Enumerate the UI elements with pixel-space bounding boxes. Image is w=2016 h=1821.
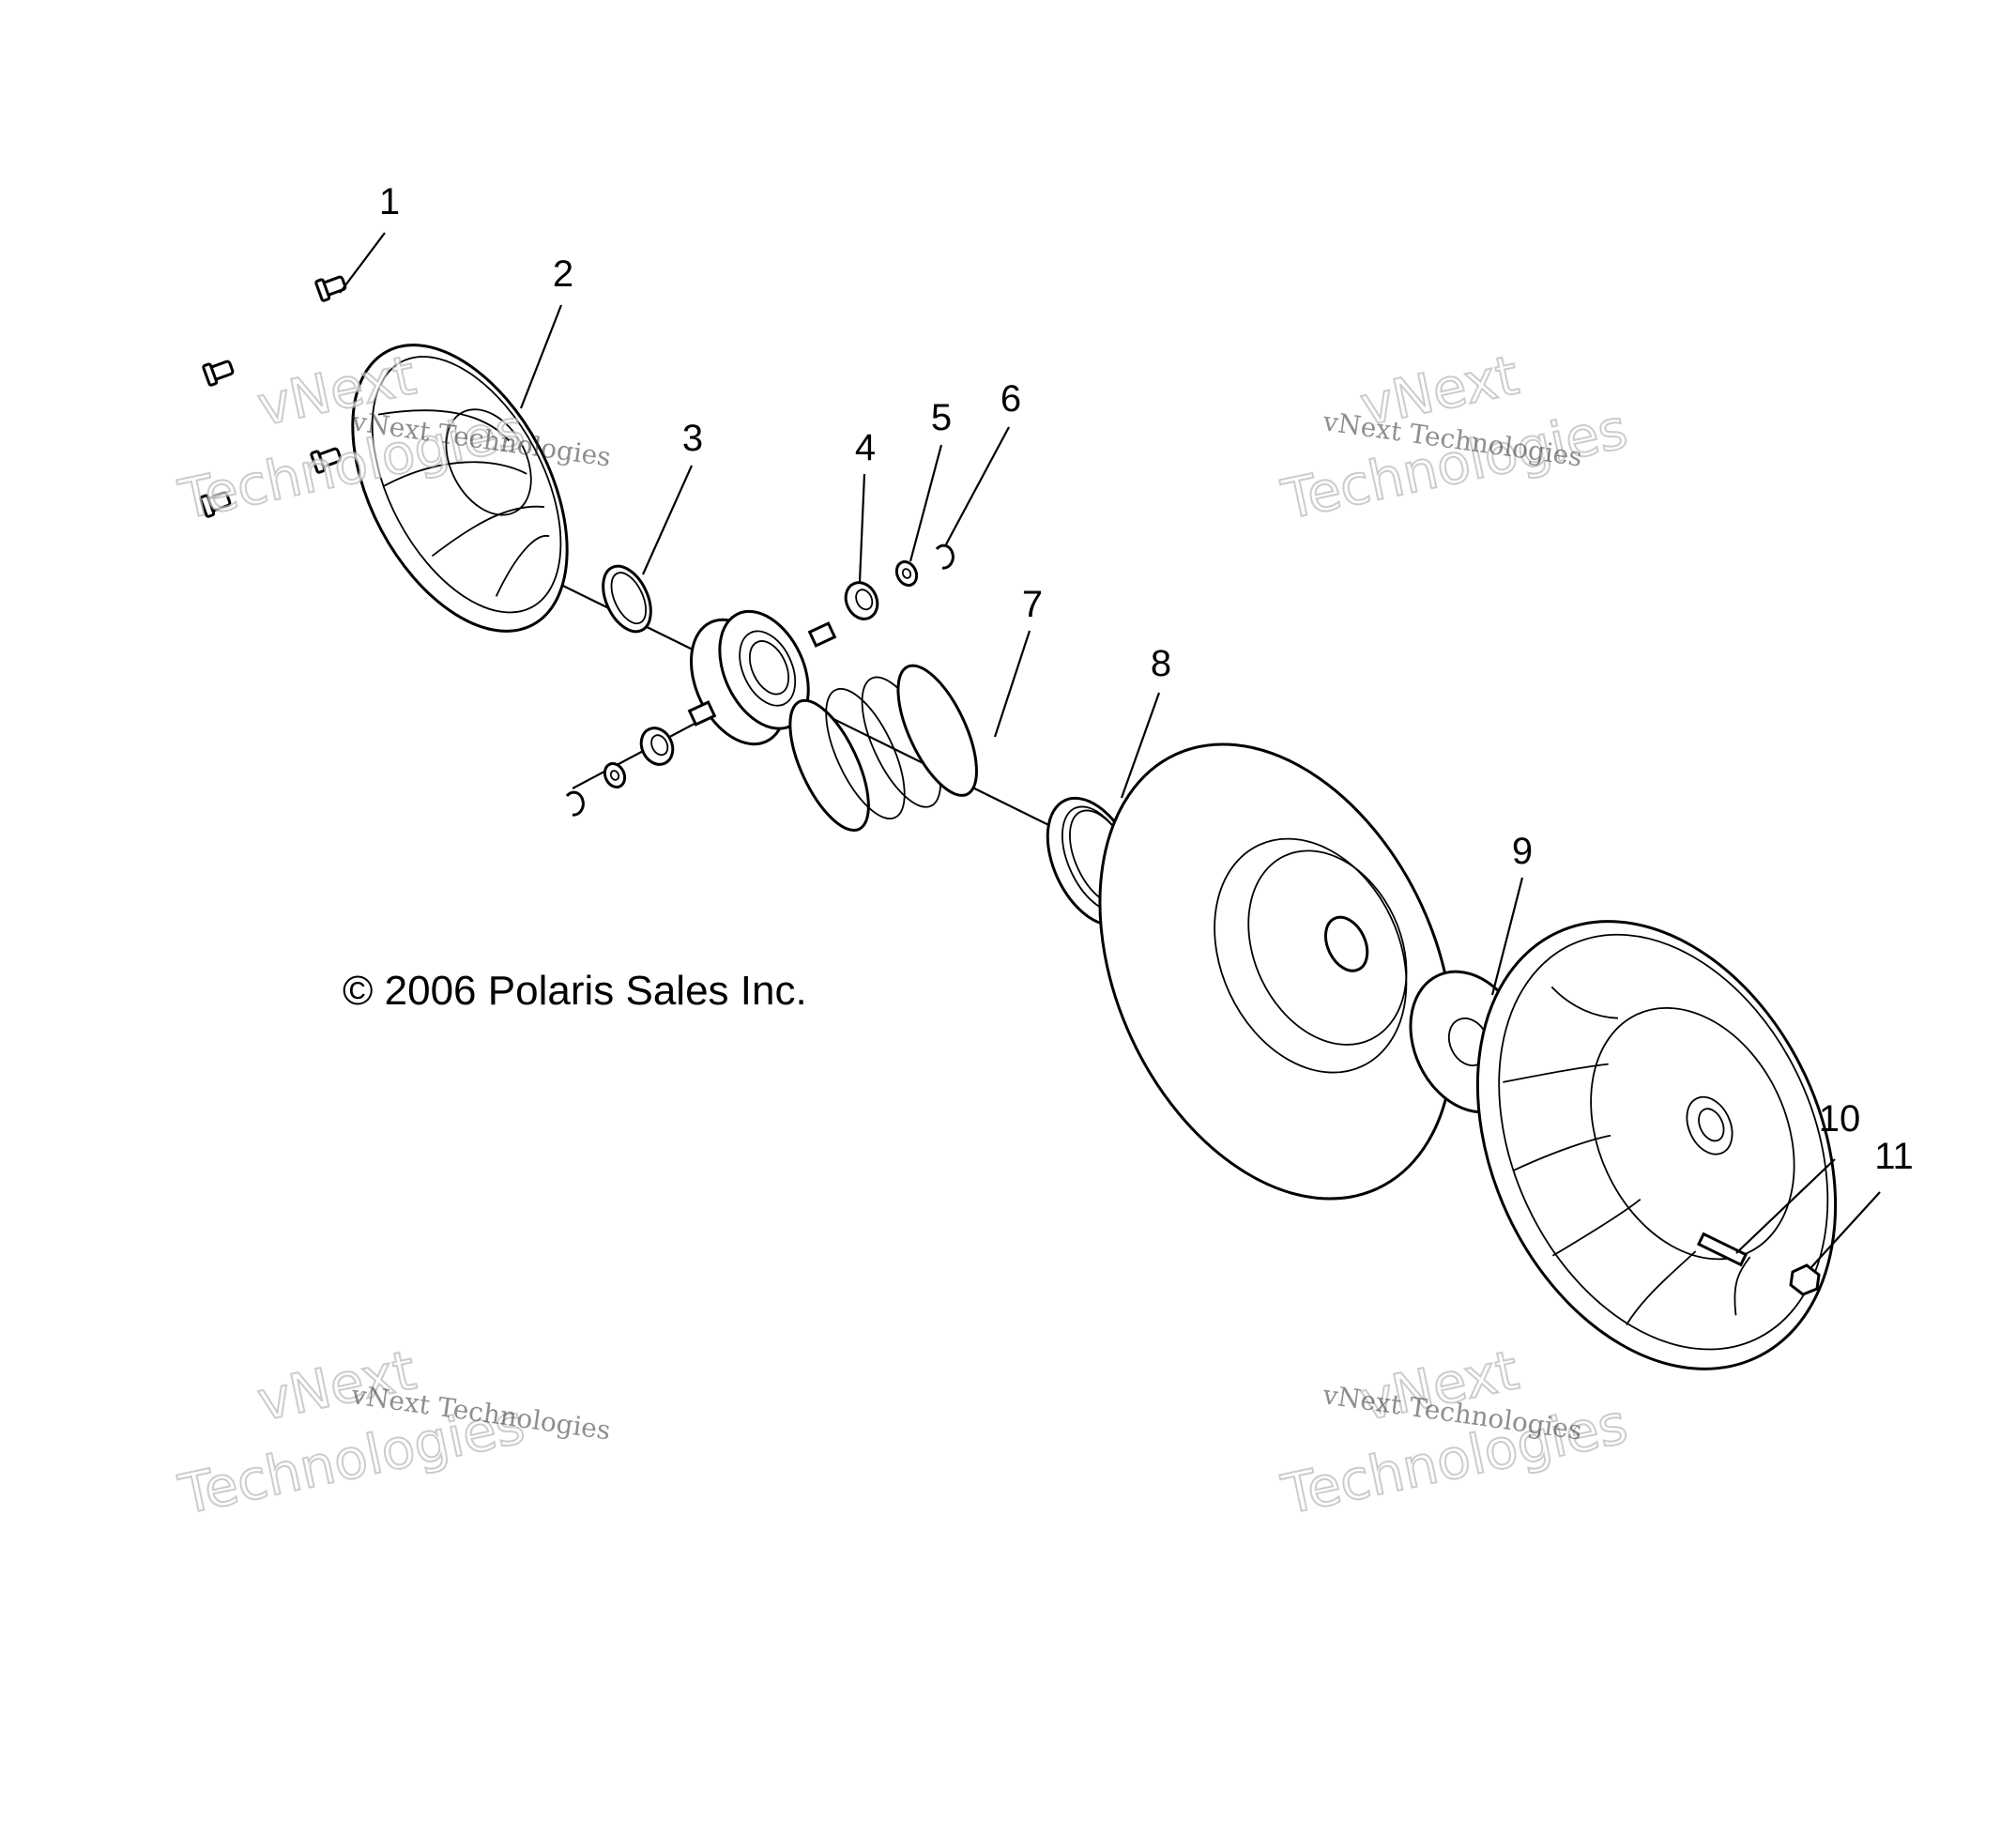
spring-part <box>788 664 978 833</box>
nut-part <box>1789 1263 1821 1296</box>
helix-hub-part <box>689 609 810 746</box>
callout-10: 10 <box>1819 1098 1861 1140</box>
sheave-disc-part <box>1098 742 1455 1201</box>
callout-1: 1 <box>379 181 400 222</box>
hub-pin-lower <box>687 700 717 727</box>
copyright-text: © 2006 Polaris Sales Inc. <box>343 968 807 1014</box>
callout-3: 3 <box>682 418 703 459</box>
callout-labels: 1 2 3 4 5 6 7 8 9 10 11 <box>379 181 1914 1177</box>
washer-part <box>603 559 919 789</box>
bolt-part <box>1696 1232 1749 1267</box>
callout-9: 9 <box>1512 831 1533 872</box>
screw-parts <box>199 275 347 518</box>
callout-5: 5 <box>931 397 952 438</box>
callout-2: 2 <box>553 253 573 295</box>
leader-lines <box>339 232 1881 1268</box>
callout-6: 6 <box>1000 378 1021 420</box>
callout-11: 11 <box>1874 1136 1914 1177</box>
roller-part <box>639 581 879 766</box>
cover-part <box>351 344 569 633</box>
callout-7: 7 <box>1022 584 1043 625</box>
hub-pin-upper <box>807 621 837 648</box>
callout-8: 8 <box>1151 643 1171 684</box>
stationary-sheave-part <box>1475 920 1838 1370</box>
e-clip-part <box>565 543 955 817</box>
callout-4: 4 <box>855 427 876 468</box>
snap-ring-part <box>602 564 652 634</box>
